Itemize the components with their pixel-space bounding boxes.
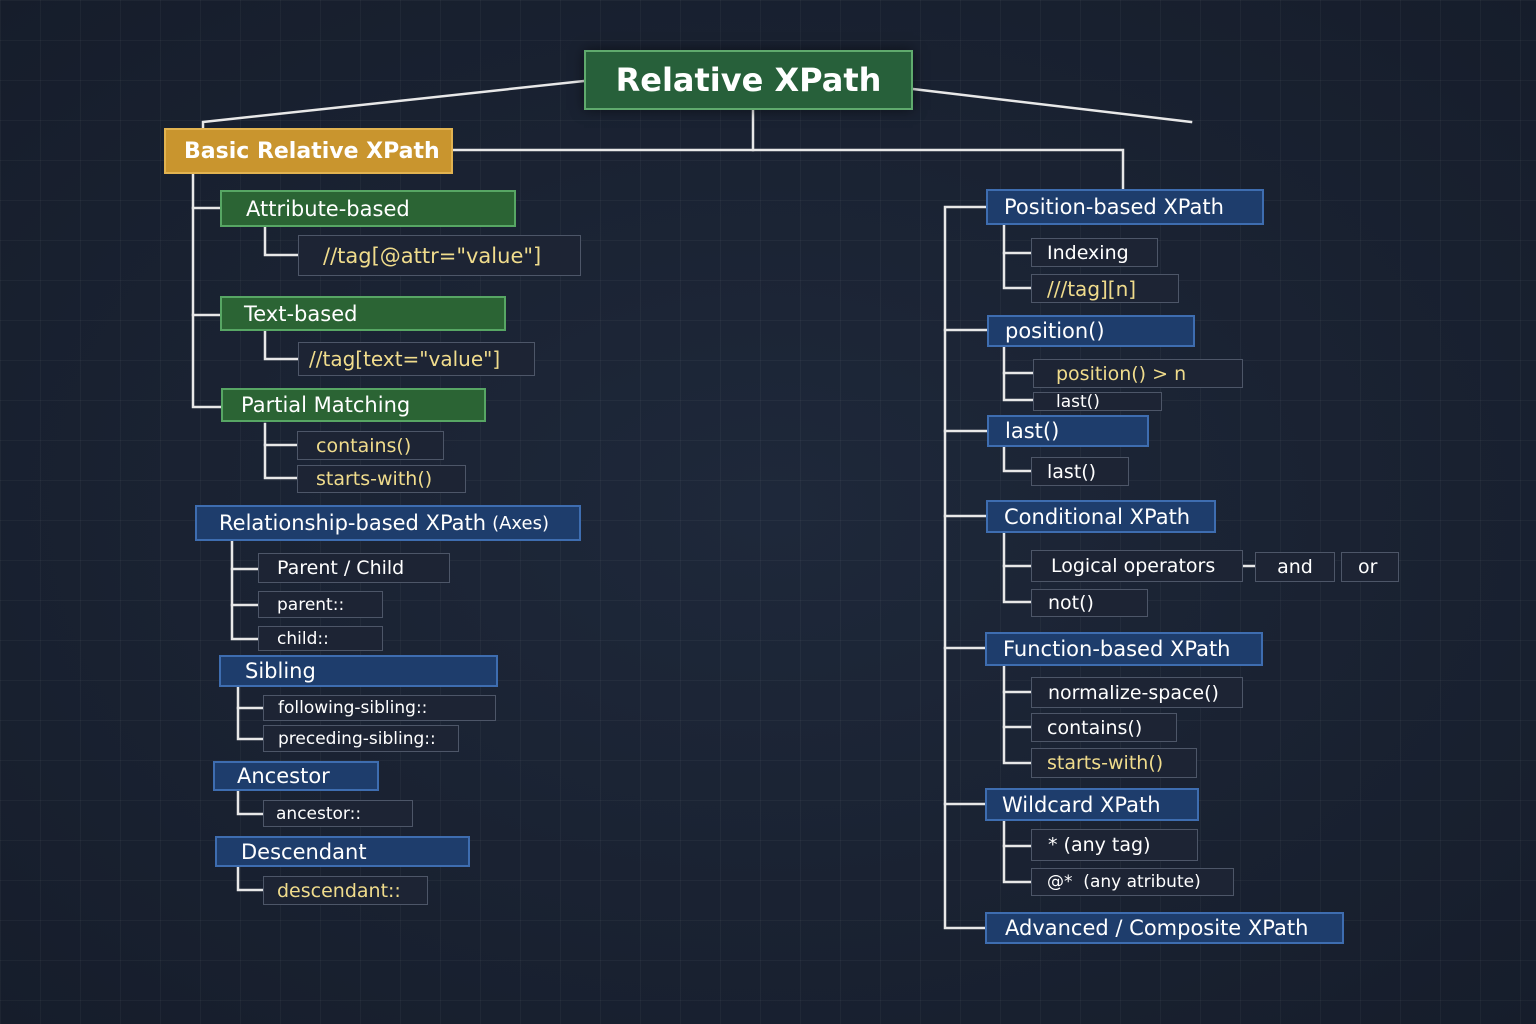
parent-axis-label: parent:: [277,594,345,615]
any-tag-label: * (any tag) [1048,834,1151,856]
descendant-node: Descendant [215,836,470,867]
relationship-node: Relationship-based XPath(Axes) [195,505,581,541]
last-fn-label: last() [1005,419,1060,443]
sibling-node: Sibling [219,655,498,687]
attribute-based-node: Attribute-based [220,190,516,227]
following-sibling-label: following-sibling:: [278,698,428,718]
partial-contains-label: contains() [316,434,412,457]
conditional-node: Conditional XPath [986,500,1216,533]
last-item-label: last() [1047,460,1097,483]
following-sibling-node: following-sibling:: [263,695,496,721]
ancestor-axis-node: ancestor:: [263,800,413,827]
and-operator-label: and [1277,556,1313,578]
position-last-node: last() [1033,391,1162,412]
preceding-sibling-label: preceding-sibling:: [278,728,436,749]
indexing-label: Indexing [1047,241,1129,264]
text-based-label: Text-based [244,301,358,326]
position-based-label: Position-based XPath [1004,195,1224,219]
position-last-label: last() [1056,391,1100,412]
function-starts-with-node: starts-with() [1031,748,1197,778]
partial-matching-node: Partial Matching [221,388,486,422]
text-example-label: //tag[text="value"] [309,347,501,371]
position-fn-node: position() [987,315,1195,347]
logical-operators-node: Logical operators [1031,550,1243,582]
root-node: Relative XPath [584,50,913,110]
last-fn-node: last() [987,415,1149,447]
basic-relative-node: Basic Relative XPath [164,128,453,174]
normalize-space-label: normalize-space() [1048,681,1219,704]
position-based-node: Position-based XPath [986,189,1264,225]
and-operator-node: and [1255,552,1335,582]
any-attribute-label: @* (any atribute) [1047,872,1201,892]
function-contains-node: contains() [1031,713,1177,742]
relationship-label: Relationship-based XPath [219,511,487,535]
last-item-node: last() [1031,457,1129,486]
normalize-space-node: normalize-space() [1031,677,1243,708]
not-fn-label: not() [1048,592,1094,614]
parent-child-label: Parent / Child [277,557,405,579]
logical-operators-label: Logical operators [1051,555,1216,577]
descendant-label: Descendant [241,839,367,864]
function-based-node: Function-based XPath [985,632,1263,666]
any-tag-node: * (any tag) [1031,829,1198,861]
or-operator-label: or [1358,556,1378,578]
wildcard-label: Wildcard XPath [1002,792,1161,817]
advanced-label: Advanced / Composite XPath [1005,916,1309,940]
parent-child-node: Parent / Child [258,553,450,583]
not-fn-node: not() [1031,589,1148,617]
sibling-label: Sibling [245,659,316,683]
function-based-label: Function-based XPath [1003,637,1231,661]
relationship-suffix: (Axes) [492,512,549,534]
partial-matching-label: Partial Matching [241,393,411,417]
child-axis-node: child:: [258,626,383,651]
descendant-axis-node: descendant:: [263,876,428,905]
child-axis-label: child:: [277,628,329,649]
preceding-sibling-node: preceding-sibling:: [263,725,459,752]
partial-starts-with-label: starts-with() [316,468,433,490]
advanced-node: Advanced / Composite XPath [985,912,1344,944]
ancestor-node: Ancestor [213,761,379,791]
any-attribute-node: @* (any atribute) [1031,868,1234,896]
or-operator-node: or [1341,552,1399,582]
basic-relative-label: Basic Relative XPath [184,138,440,164]
position-gt-node: position() > n [1033,359,1243,388]
indexing-node: Indexing [1031,238,1158,267]
index-example-node: ///tag][n] [1031,274,1179,303]
ancestor-axis-label: ancestor:: [276,803,362,824]
attribute-based-label: Attribute-based [246,196,410,221]
ancestor-label: Ancestor [237,764,330,788]
wildcard-node: Wildcard XPath [985,788,1199,821]
root-label: Relative XPath [615,61,882,99]
descendant-axis-label: descendant:: [277,879,401,902]
parent-axis-node: parent:: [258,591,383,618]
function-starts-with-label: starts-with() [1047,752,1164,774]
conditional-label: Conditional XPath [1004,504,1191,529]
attribute-example-label: //tag[@attr="value"] [323,243,542,268]
partial-starts-with-node: starts-with() [297,465,466,493]
position-fn-label: position() [1005,319,1105,343]
index-example-label: ///tag][n] [1047,276,1137,301]
attribute-example-node: //tag[@attr="value"] [298,235,581,276]
partial-contains-node: contains() [297,431,444,460]
text-example-node: //tag[text="value"] [298,342,535,376]
position-gt-label: position() > n [1056,362,1187,385]
function-contains-label: contains() [1047,716,1143,739]
text-based-node: Text-based [220,296,506,331]
